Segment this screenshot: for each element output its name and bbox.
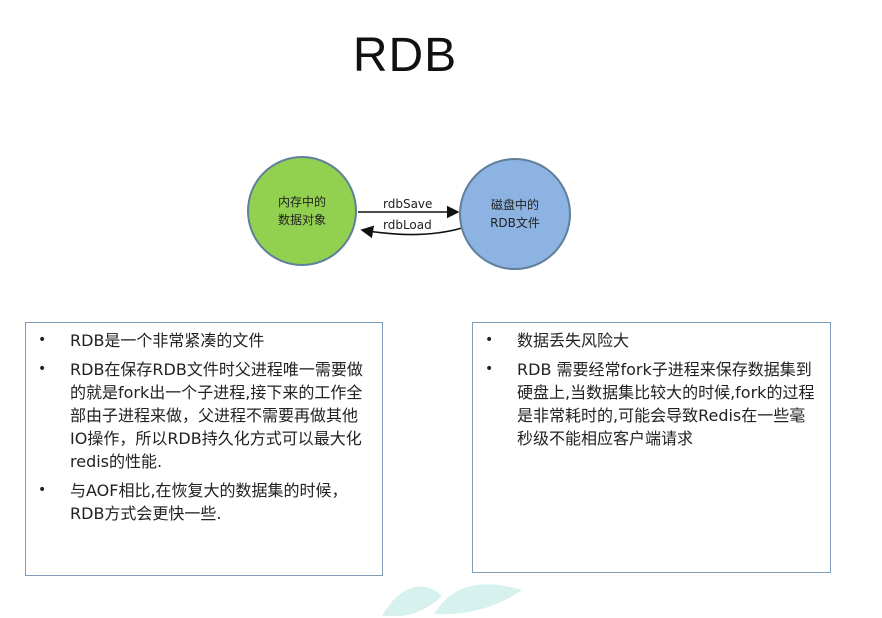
- memory-node-line2: 数据对象: [277, 213, 326, 227]
- list-item: • 与AOF相比,在恢复大的数据集的时候，RDB方式会更快一些.: [32, 479, 370, 525]
- list-item-text: RDB 需要经常fork子进程来保存数据集到硬盘上,当数据集比较大的时候,for…: [517, 360, 815, 448]
- list-item-text: 数据丢失风险大: [517, 331, 630, 350]
- rdbsave-label: rdbSave: [383, 197, 433, 211]
- list-item: • 数据丢失风险大: [479, 329, 818, 352]
- list-item-text: RDB在保存RDB文件时父进程唯一需要做的就是fork出一个子进程,接下来的工作…: [70, 360, 363, 471]
- disk-node-line2: RDB文件: [490, 216, 540, 230]
- rdbload-label: rdbLoad: [383, 218, 432, 232]
- advantages-box: • RDB是一个非常紧凑的文件 • RDB在保存RDB文件时父进程唯一需要做的就…: [25, 322, 383, 576]
- memory-node-line1: 内存中的: [277, 195, 326, 209]
- disk-rdb-node: 磁盘中的 RDB文件: [459, 158, 571, 270]
- memory-data-node: 内存中的 数据对象: [247, 156, 357, 266]
- list-item-text: RDB是一个非常紧凑的文件: [70, 331, 265, 350]
- bullet-icon: •: [485, 361, 494, 377]
- list-item: • RDB在保存RDB文件时父进程唯一需要做的就是fork出一个子进程,接下来的…: [32, 358, 370, 473]
- list-item: • RDB 需要经常fork子进程来保存数据集到硬盘上,当数据集比较大的时候,f…: [479, 358, 818, 450]
- bullet-icon: •: [38, 482, 47, 498]
- bullet-icon: •: [38, 332, 47, 348]
- bullet-icon: •: [485, 332, 494, 348]
- watermark-logo-icon: [382, 584, 522, 616]
- list-item: • RDB是一个非常紧凑的文件: [32, 329, 370, 352]
- list-item-text: 与AOF相比,在恢复大的数据集的时候，RDB方式会更快一些.: [70, 481, 348, 523]
- rdbload-arrow: [360, 225, 463, 239]
- disadvantages-box: • 数据丢失风险大 • RDB 需要经常fork子进程来保存数据集到硬盘上,当数…: [472, 322, 831, 573]
- bullet-icon: •: [38, 361, 47, 377]
- disadvantages-list: • 数据丢失风险大 • RDB 需要经常fork子进程来保存数据集到硬盘上,当数…: [479, 329, 818, 450]
- slide-title: RDB: [352, 29, 458, 82]
- disk-node-line1: 磁盘中的: [490, 198, 539, 212]
- advantages-list: • RDB是一个非常紧凑的文件 • RDB在保存RDB文件时父进程唯一需要做的就…: [32, 329, 370, 525]
